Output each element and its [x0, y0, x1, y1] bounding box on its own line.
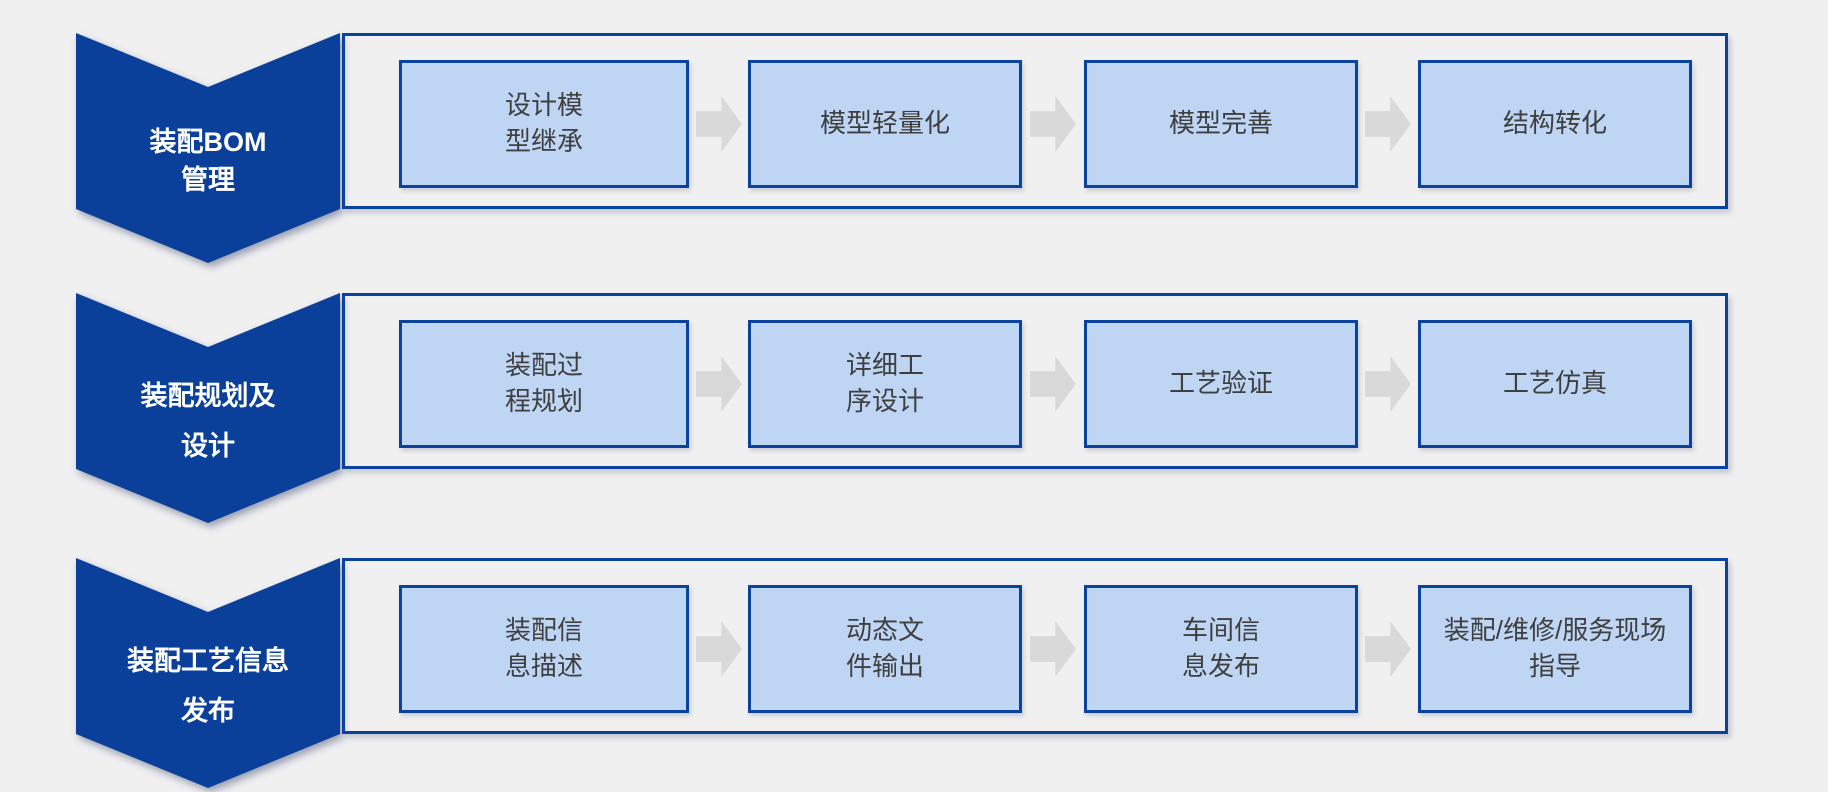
- flow-arrow-icon: [1365, 621, 1411, 677]
- process-step-box: 装配/维修/服务现场 指导: [1418, 585, 1692, 713]
- process-step-box: 工艺仿真: [1418, 320, 1692, 448]
- flow-arrow-icon: [1030, 96, 1076, 152]
- process-step-box: 车间信 息发布: [1084, 585, 1358, 713]
- process-step-box: 详细工 序设计: [748, 320, 1022, 448]
- flow-arrow-icon: [1030, 356, 1076, 412]
- process-step-box: 装配信 息描述: [399, 585, 689, 713]
- phase-chevron: 装配规划及 设计: [76, 293, 340, 523]
- process-step-box: 模型轻量化: [748, 60, 1022, 188]
- process-row-assembly-planning: 装配规划及 设计 装配过 程规划 详细工 序设计 工艺验证 工艺仿真: [0, 293, 1828, 523]
- process-row-bom-management: 装配BOM 管理 设计模 型继承 模型轻量化 模型完善 结构转化: [0, 33, 1828, 263]
- flow-arrow-icon: [696, 96, 742, 152]
- flow-arrow-icon: [1030, 621, 1076, 677]
- chevron-banner: 装配规划及 设计: [76, 293, 340, 523]
- process-step-box: 工艺验证: [1084, 320, 1358, 448]
- flow-arrow-icon: [696, 621, 742, 677]
- chevron-banner: 装配BOM 管理: [76, 33, 340, 263]
- chevron-banner: 装配工艺信息 发布: [76, 558, 340, 788]
- phase-step-container: 设计模 型继承 模型轻量化 模型完善 结构转化: [342, 33, 1728, 209]
- phase-label: 装配规划及 设计: [140, 380, 276, 461]
- phase-step-container: 装配过 程规划 详细工 序设计 工艺验证 工艺仿真: [342, 293, 1728, 469]
- process-step-box: 装配过 程规划: [399, 320, 689, 448]
- process-step-box: 结构转化: [1418, 60, 1692, 188]
- flow-arrow-icon: [1365, 96, 1411, 152]
- process-step-box: 动态文 件输出: [748, 585, 1022, 713]
- flow-arrow-icon: [696, 356, 742, 412]
- phase-step-container: 装配信 息描述 动态文 件输出 车间信 息发布 装配/维修/服务现场 指导: [342, 558, 1728, 734]
- flow-arrow-icon: [1365, 356, 1411, 412]
- process-step-box: 设计模 型继承: [399, 60, 689, 188]
- phase-chevron: 装配工艺信息 发布: [76, 558, 340, 788]
- process-step-box: 模型完善: [1084, 60, 1358, 188]
- phase-label: 装配工艺信息 发布: [127, 645, 289, 726]
- process-row-process-info-release: 装配工艺信息 发布 装配信 息描述 动态文 件输出 车间信 息发布 装配/维修/…: [0, 558, 1828, 788]
- phase-chevron: 装配BOM 管理: [76, 33, 340, 263]
- phase-label: 装配BOM 管理: [149, 126, 267, 195]
